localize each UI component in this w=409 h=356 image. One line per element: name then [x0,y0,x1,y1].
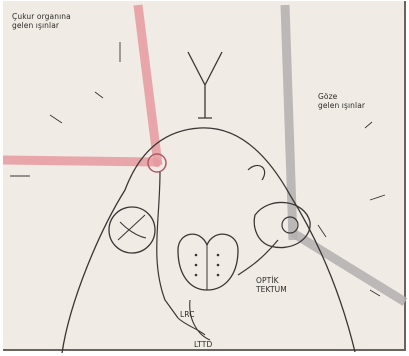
lrc-label: LRC [180,310,195,319]
optic-tectum-label: OPTİK TEKTUM [256,276,287,294]
optic-tectum [178,234,238,290]
trigeminal-ganglion [109,207,155,253]
lttd-label: LTTD [194,340,212,349]
eye-rays [285,5,405,302]
pit-nerve-path [157,172,178,318]
pit-organ-rays-label: Çukur organına gelen ışınlar [12,12,71,30]
tongue [188,52,222,118]
eye-nerve-path [238,240,278,275]
eye-rays-label: Göze gelen ışınlar [318,92,365,110]
